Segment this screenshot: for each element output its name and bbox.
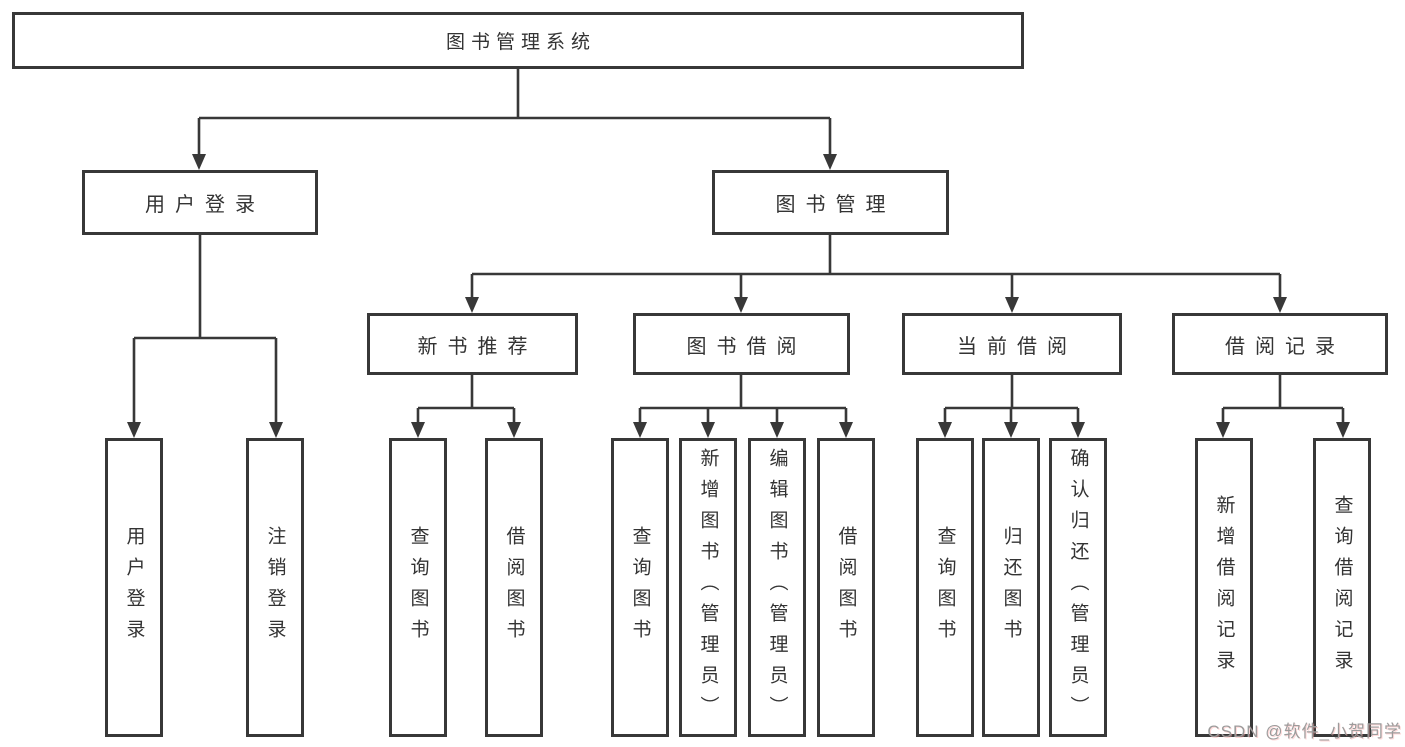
arrowheads xyxy=(127,154,1350,438)
node-user-login-branch: 用户登录 xyxy=(82,170,318,235)
leaf-query-books-borrow: 查询图书 xyxy=(611,438,669,737)
leaf-logout: 注销登录 xyxy=(246,438,304,737)
leaf-edit-books-admin: 编辑图书（管理员） xyxy=(748,438,806,737)
leaf-borrow-books-recommend: 借阅图书 xyxy=(485,438,543,737)
leaf-add-books-admin: 新增图书（管理员） xyxy=(679,438,737,737)
leaf-confirm-return-admin: 确认归还（管理员） xyxy=(1049,438,1107,737)
node-book-borrow: 图书借阅 xyxy=(633,313,850,375)
leaf-query-books-recommend: 查询图书 xyxy=(389,438,447,737)
leaf-label: 借阅图书 xyxy=(835,525,857,650)
node-borrow-records: 借阅记录 xyxy=(1172,313,1388,375)
leaf-label: 查询图书 xyxy=(407,525,429,650)
leaf-label: 用户登录 xyxy=(123,525,145,650)
leaf-label: 注销登录 xyxy=(264,525,286,650)
leaf-label: 借阅图书 xyxy=(503,525,525,650)
leaf-label: 查询借阅记录 xyxy=(1331,494,1353,681)
node-new-book-recommend: 新书推荐 xyxy=(367,313,578,375)
leaf-return-books: 归还图书 xyxy=(982,438,1040,737)
leaf-label: 归还图书 xyxy=(1000,525,1022,650)
leaf-label: 确认归还（管理员） xyxy=(1067,448,1089,727)
csdn-watermark: CSDN @软件_小贺同学 xyxy=(1207,722,1402,741)
leaf-add-borrow-record: 新增借阅记录 xyxy=(1195,438,1253,737)
leaf-user-login: 用户登录 xyxy=(105,438,163,737)
node-root-system: 图书管理系统 xyxy=(12,12,1024,69)
leaf-label: 新增图书（管理员） xyxy=(697,448,719,727)
leaf-label: 查询图书 xyxy=(934,525,956,650)
leaf-query-books-current: 查询图书 xyxy=(916,438,974,737)
leaf-label: 新增借阅记录 xyxy=(1213,494,1235,681)
node-current-borrow: 当前借阅 xyxy=(902,313,1122,375)
node-book-management-branch: 图书管理 xyxy=(712,170,949,235)
leaf-label: 编辑图书（管理员） xyxy=(766,448,788,727)
leaf-label: 查询图书 xyxy=(629,525,651,650)
leaf-query-borrow-record: 查询借阅记录 xyxy=(1313,438,1371,737)
leaf-borrow-books: 借阅图书 xyxy=(817,438,875,737)
